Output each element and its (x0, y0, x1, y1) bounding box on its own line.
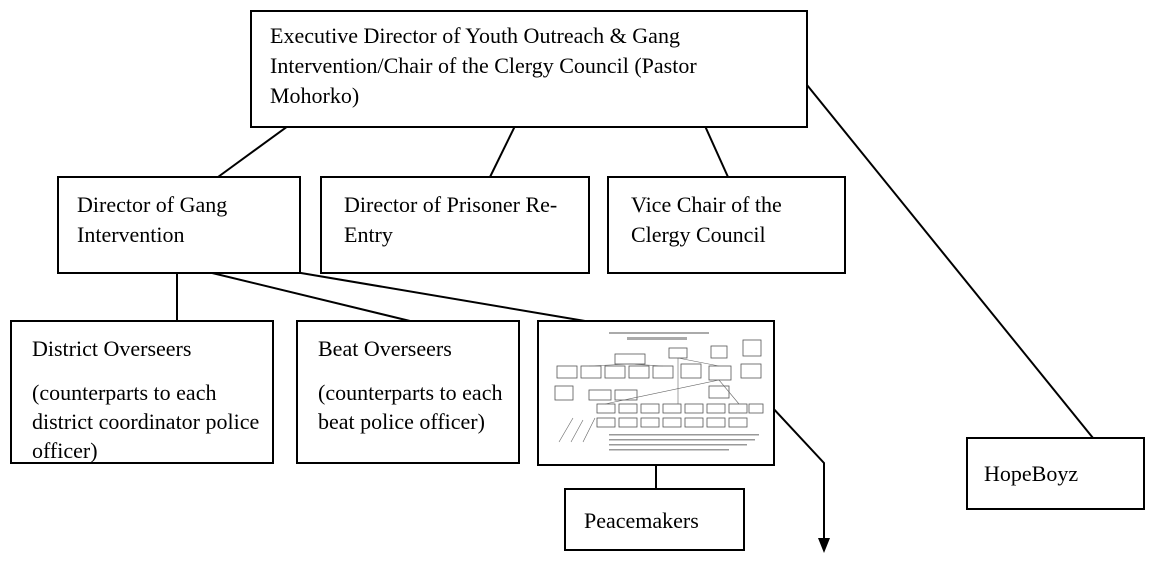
embedded-chart-thumbnail (554, 332, 764, 451)
node-peacemakers-label: Peacemakers (584, 508, 699, 533)
node-vice-chair-clergy-label: Vice Chair of the Clergy Council (631, 192, 782, 247)
node-district-overseers-label: District Overseers (32, 336, 192, 361)
connector-exec-to-prisoner (489, 125, 516, 178)
node-executive-director: Executive Director of Youth Outreach & G… (250, 10, 808, 128)
node-vice-chair-clergy: Vice Chair of the Clergy Council (607, 176, 846, 274)
node-hopeboyz: HopeBoyz (966, 437, 1145, 510)
connector-gang-to-beat (207, 271, 411, 322)
node-beat-overseers-note: (counterparts to each beat police office… (318, 380, 503, 434)
node-embedded-chart (537, 320, 775, 466)
connector-chart-to-arrow (756, 390, 825, 538)
node-director-prisoner-reentry-label: Director of Prisoner Re-Entry (344, 192, 558, 247)
node-hopeboyz-label: HopeBoyz (984, 461, 1079, 486)
node-peacemakers: Peacemakers (564, 488, 745, 551)
node-beat-overseers-label: Beat Overseers (318, 336, 452, 361)
node-district-overseers-note: (counterparts to each district coordinat… (32, 380, 260, 463)
node-executive-director-label: Executive Director of Youth Outreach & G… (270, 23, 697, 108)
arrow-down-icon (818, 538, 830, 553)
node-district-overseers: District Overseers (counterparts to each… (10, 320, 274, 464)
connector-gang-to-chart (294, 271, 586, 322)
connector-exec-to-hopeboyz (806, 84, 1094, 439)
node-director-gang-intervention-label: Director of Gang Intervention (77, 192, 228, 247)
node-director-gang-intervention: Director of Gang Intervention (57, 176, 301, 274)
connector-exec-to-vice (704, 125, 729, 178)
node-director-prisoner-reentry: Director of Prisoner Re-Entry (320, 176, 590, 274)
node-beat-overseers: Beat Overseers (counterparts to each bea… (296, 320, 520, 464)
connector-exec-to-gang (217, 125, 289, 178)
